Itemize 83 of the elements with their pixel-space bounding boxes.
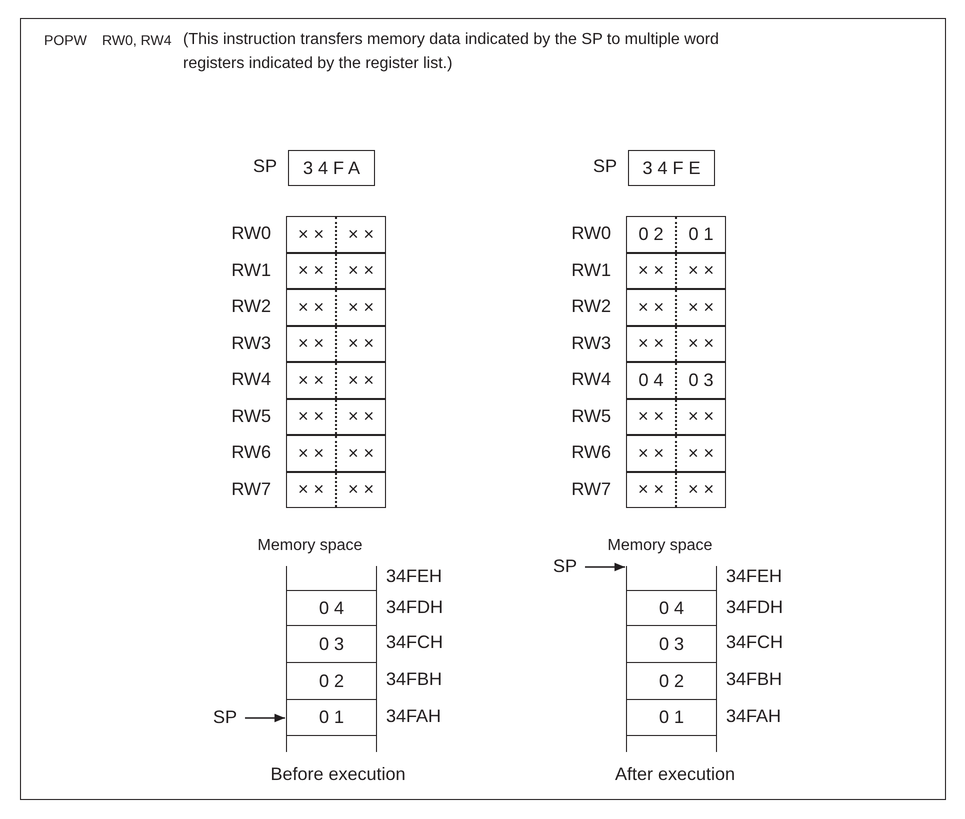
memory-value: 0 4: [658, 598, 684, 618]
memory-value: 0 4: [318, 598, 344, 618]
memory-value: 0 3: [658, 634, 684, 654]
register-name: RW4: [231, 369, 271, 390]
address-label: 34FEH: [726, 566, 782, 587]
byte-value: × ×: [296, 478, 326, 502]
byte-value: × ×: [675, 290, 725, 324]
byte-value: × ×: [296, 259, 326, 282]
byte-value: × ×: [675, 436, 725, 470]
register-name: RW5: [571, 406, 611, 426]
register-name: RW0: [571, 223, 611, 244]
address-label: 34FBH: [386, 669, 442, 690]
byte-value: × ×: [675, 254, 725, 288]
byte-value: × ×: [296, 368, 326, 392]
byte-value: × ×: [636, 332, 666, 356]
register-name: SP: [252, 156, 277, 177]
byte-value: × ×: [296, 222, 326, 246]
address-label: 34FDH: [386, 597, 444, 618]
register-name: RW4: [571, 369, 611, 390]
address-label: 34FAH: [386, 706, 442, 727]
byte-value: × ×: [335, 436, 385, 470]
byte-value: 0 3: [675, 363, 725, 398]
address-label: 34FAH: [726, 706, 782, 727]
memory-value: 0 1: [658, 707, 684, 728]
register-name: RW1: [571, 260, 611, 280]
byte-value: × ×: [335, 290, 385, 324]
register-value: 3 4 F A: [302, 158, 360, 178]
pointer-label: SP: [553, 556, 578, 576]
pointer-label: SP: [213, 706, 238, 728]
address-label: 34FDH: [726, 597, 784, 618]
byte-value: × ×: [335, 363, 385, 398]
byte-value: × ×: [296, 442, 326, 465]
byte-value: × ×: [675, 326, 725, 361]
register-name: RW1: [231, 260, 271, 280]
byte-value: 0 4: [637, 368, 665, 392]
panel-caption: Before execution: [269, 764, 407, 785]
byte-value: × ×: [636, 405, 666, 428]
memory-column-end: [626, 736, 717, 752]
byte-value: × ×: [636, 259, 666, 282]
arrow: [245, 714, 285, 722]
memory-value: 0 1: [318, 707, 344, 728]
byte-value: × ×: [296, 405, 326, 428]
byte-value: × ×: [335, 400, 385, 434]
byte-value: × ×: [636, 478, 666, 502]
register-value: 3 4 F E: [642, 158, 701, 178]
register-name: RW7: [571, 478, 611, 500]
instruction-text: RW0, RW4: [102, 32, 172, 48]
memory-value: 0 2: [658, 670, 684, 692]
register-name: RW6: [571, 442, 611, 463]
byte-value: × ×: [636, 296, 666, 319]
memory-column-end: [286, 736, 377, 752]
byte-value: 0 1: [675, 217, 725, 252]
byte-value: × ×: [636, 442, 666, 465]
arrow: [585, 562, 625, 572]
byte-value: × ×: [335, 254, 385, 288]
memory-value: 0 2: [318, 670, 344, 692]
byte-value: × ×: [675, 472, 725, 507]
panel-heading: Memory space: [256, 537, 364, 555]
register-name: RW3: [231, 332, 271, 354]
register-name: RW3: [571, 332, 611, 354]
panel-heading: Memory space: [606, 537, 714, 555]
address-label: 34FEH: [386, 566, 442, 587]
register-name: RW7: [231, 478, 271, 500]
byte-value: × ×: [335, 217, 385, 252]
register-name: RW2: [231, 296, 271, 317]
byte-value: × ×: [335, 326, 385, 361]
note-text: (This instruction transfers memory data indicated by the SP to multiple word registers indicated by the register list.): [183, 30, 720, 74]
register-name: SP: [592, 156, 617, 177]
memory-value: 0 3: [318, 634, 344, 654]
byte-value: 0 2: [637, 222, 665, 246]
byte-value: × ×: [296, 332, 326, 356]
address-label: 34FBH: [726, 669, 782, 690]
panel-caption: After execution: [614, 764, 736, 785]
register-name: RW0: [231, 223, 271, 244]
register-name: RW5: [231, 406, 271, 426]
address-label: 34FCH: [386, 632, 444, 653]
address-label: 34FCH: [726, 632, 784, 653]
byte-value: × ×: [675, 400, 725, 434]
register-name: RW6: [231, 442, 271, 463]
byte-value: × ×: [296, 296, 326, 319]
byte-value: × ×: [335, 472, 385, 507]
register-name: RW2: [571, 296, 611, 317]
instruction-text: POPW: [44, 32, 87, 48]
